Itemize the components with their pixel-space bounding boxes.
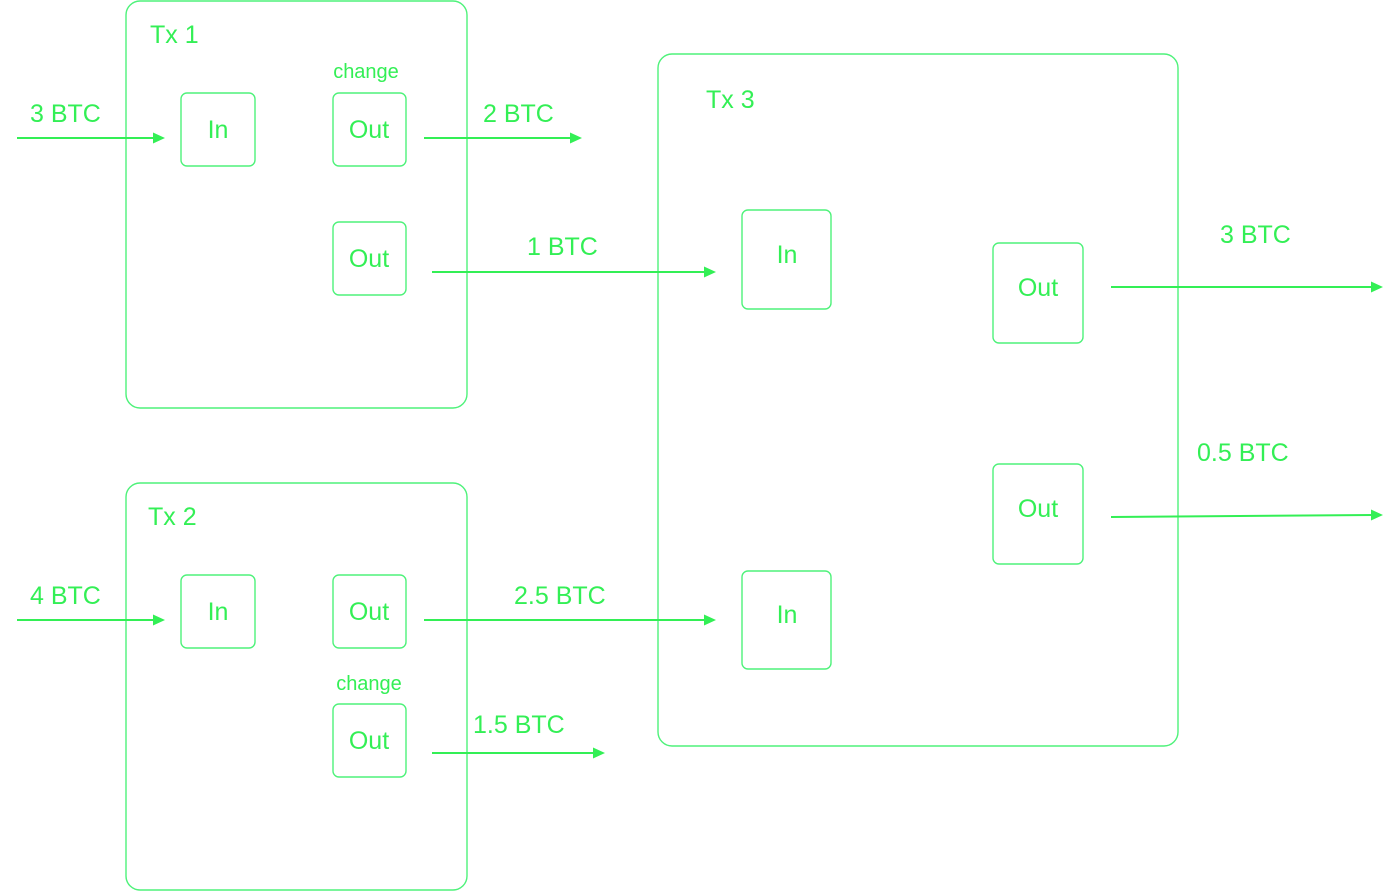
tx1-change-output-label: Out — [349, 116, 389, 144]
tx2-change-output-label: Out — [349, 727, 389, 755]
tx2-output-label: Out — [349, 598, 389, 626]
tx2-title: Tx 2 — [148, 503, 197, 531]
arrow-0-5btc-out-line — [1110, 514, 1374, 518]
tx3-title: Tx 3 — [706, 86, 755, 114]
tx1-group: Tx 1 In change Out Out — [125, 0, 468, 409]
tx3-input-label-1: In — [777, 241, 798, 269]
tx2-change-tag: change — [336, 673, 402, 695]
arrow-1btc-head — [704, 266, 716, 278]
arrow-4btc-in-head — [153, 614, 165, 626]
tx2-change-output-box — [332, 703, 407, 778]
tx3-output-box-2 — [992, 463, 1084, 565]
tx3-box — [657, 53, 1179, 747]
tx3-output-label-2: Out — [1018, 495, 1058, 523]
tx3-input-box-2 — [741, 570, 832, 670]
tx3-input-label-2: In — [777, 601, 798, 629]
tx3-group: Tx 3 In In Out Out — [657, 53, 1179, 747]
arrow-2-5btc-head — [704, 614, 716, 626]
tx2-group: Tx 2 In Out change Out — [125, 482, 468, 891]
flow-arrows — [17, 132, 1383, 759]
arrow-1-5btc-out-head — [593, 747, 605, 759]
tx2-input-box — [180, 574, 256, 649]
tx2-box — [125, 482, 468, 891]
amount-4btc-in: 4 BTC — [30, 582, 101, 610]
arrow-3btc-out-head — [1371, 281, 1383, 293]
tx1-box — [125, 0, 468, 409]
amount-1btc: 1 BTC — [527, 233, 598, 261]
tx1-input-box — [180, 92, 256, 167]
amount-3btc-in: 3 BTC — [30, 100, 101, 128]
tx2-input-label: In — [208, 598, 229, 626]
tx1-change-tag: change — [333, 61, 399, 83]
amount-2btc-out: 2 BTC — [483, 100, 554, 128]
amount-0-5btc-out: 0.5 BTC — [1197, 439, 1289, 467]
arrow-3btc-in-head — [153, 132, 165, 144]
arrow-2btc-out-head — [570, 132, 582, 144]
tx1-change-output-box — [332, 92, 407, 167]
amount-1-5btc-out: 1.5 BTC — [473, 711, 565, 739]
tx1-output-label: Out — [349, 245, 389, 273]
tx1-output-box — [332, 221, 407, 296]
tx2-output-box — [332, 574, 407, 649]
tx3-input-box-1 — [741, 209, 832, 310]
tx3-output-label-1: Out — [1018, 274, 1058, 302]
tx3-output-box-1 — [992, 242, 1084, 344]
arrow-0-5btc-out-head — [1371, 509, 1383, 521]
amount-3btc-out: 3 BTC — [1220, 221, 1291, 249]
amount-2-5btc: 2.5 BTC — [514, 582, 606, 610]
amount-labels: 3 BTC 2 BTC 1 BTC 4 BTC 2.5 BTC 1.5 BTC … — [30, 100, 1291, 739]
tx1-input-label: In — [208, 116, 229, 144]
tx1-title: Tx 1 — [150, 21, 199, 49]
